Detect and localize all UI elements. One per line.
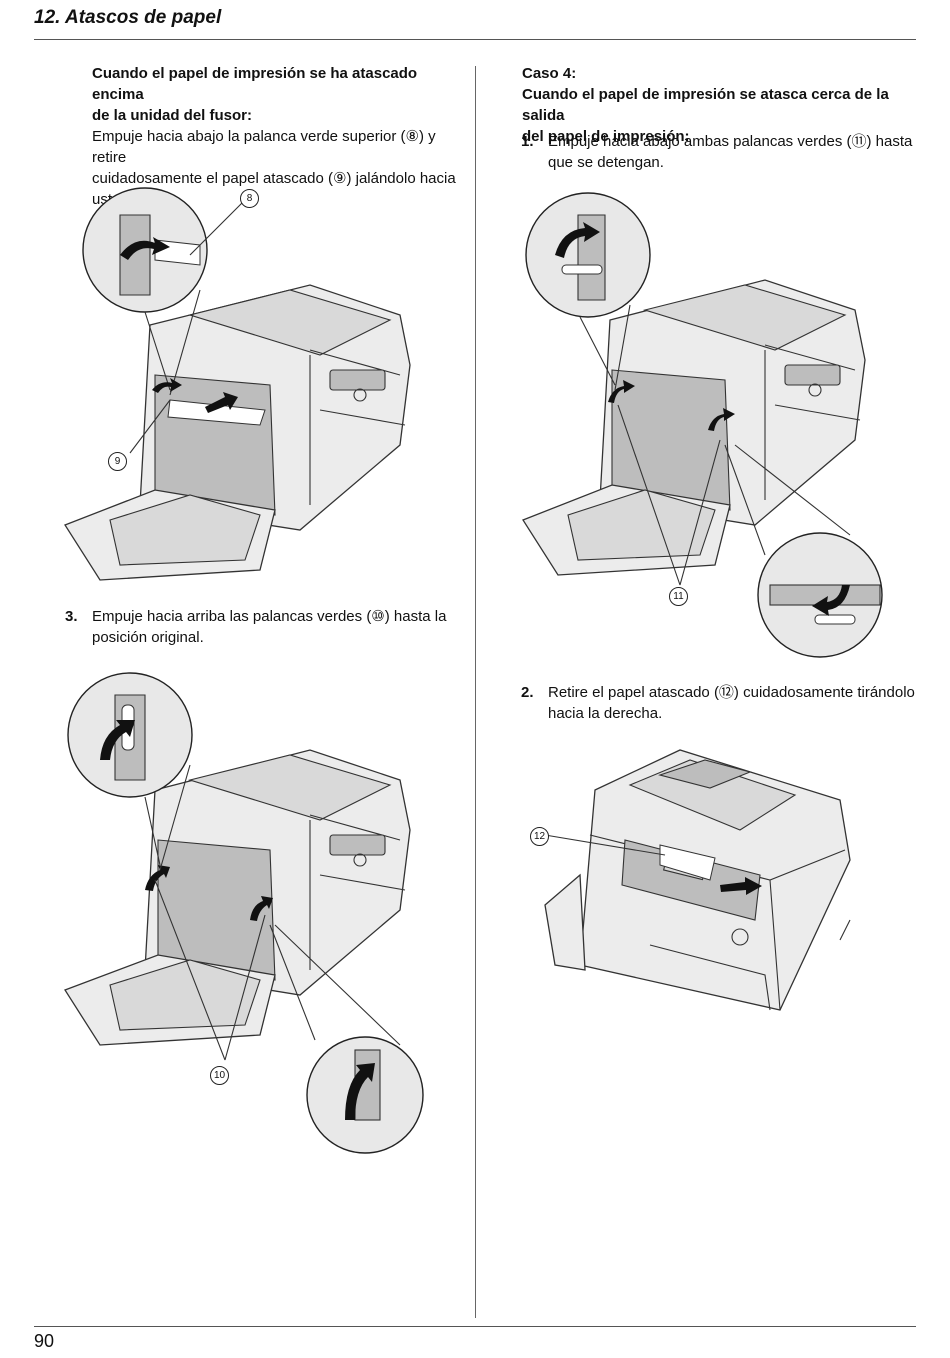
callout-12: 12 xyxy=(530,827,549,846)
fuser-body-2: cuidadosamente el papel atascado (⑨) jal… xyxy=(92,170,456,187)
column-divider xyxy=(475,66,476,1318)
footer-rule xyxy=(34,1326,916,1327)
levers-down-illustration xyxy=(522,192,883,658)
case-4-title: Caso 4: xyxy=(522,65,577,82)
callout-11: 11 xyxy=(669,587,688,606)
callout-10: 10 xyxy=(210,1066,229,1085)
header-rule xyxy=(34,39,916,40)
step-1-line-2: que se detengan. xyxy=(548,154,664,171)
fuser-jam-illustration xyxy=(64,187,411,581)
paper-exit-illustration xyxy=(544,749,851,1011)
case-4-heading-2: del papel de impresión: xyxy=(522,128,690,145)
page-number: 90 xyxy=(34,1331,55,1351)
step-1: 1. Empuje hacia abajo ambas palancas ver… xyxy=(521,131,918,173)
step-3: 3. Empuje hacia arriba las palancas verd… xyxy=(65,606,467,648)
callout-8: 8 xyxy=(240,189,259,208)
section-title: 12. Atascos de papel xyxy=(34,7,222,28)
step-2: 2. Retire el papel atascado (⑫) cuidados… xyxy=(521,682,918,724)
fuser-heading-2: de la unidad del fusor: xyxy=(92,107,253,124)
step-2-number: 2. xyxy=(521,684,534,701)
step-2-line-1: Retire el papel atascado (⑫) cuidadosame… xyxy=(548,684,915,701)
step-1-number: 1. xyxy=(521,133,534,150)
step-3-number: 3. xyxy=(65,608,78,625)
levers-up-illustration xyxy=(64,672,424,1154)
fuser-heading-1: Cuando el papel de impresión se ha atasc… xyxy=(92,65,418,103)
step-3-line-2: posición original. xyxy=(92,629,204,646)
callout-9: 9 xyxy=(108,452,127,471)
step-2-line-2: hacia la derecha. xyxy=(548,705,663,722)
fuser-instructions: Cuando el papel de impresión se ha atasc… xyxy=(92,63,467,210)
case-4-heading-1: Cuando el papel de impresión se atasca c… xyxy=(522,86,889,124)
case-4-heading: Caso 4: Cuando el papel de impresión se … xyxy=(522,63,917,147)
step-1-line-1: Empuje hacia abajo ambas palancas verdes… xyxy=(548,133,913,150)
fuser-body-1: Empuje hacia abajo la palanca verde supe… xyxy=(92,128,436,166)
step-3-line-1: Empuje hacia arriba las palancas verdes … xyxy=(92,608,447,625)
